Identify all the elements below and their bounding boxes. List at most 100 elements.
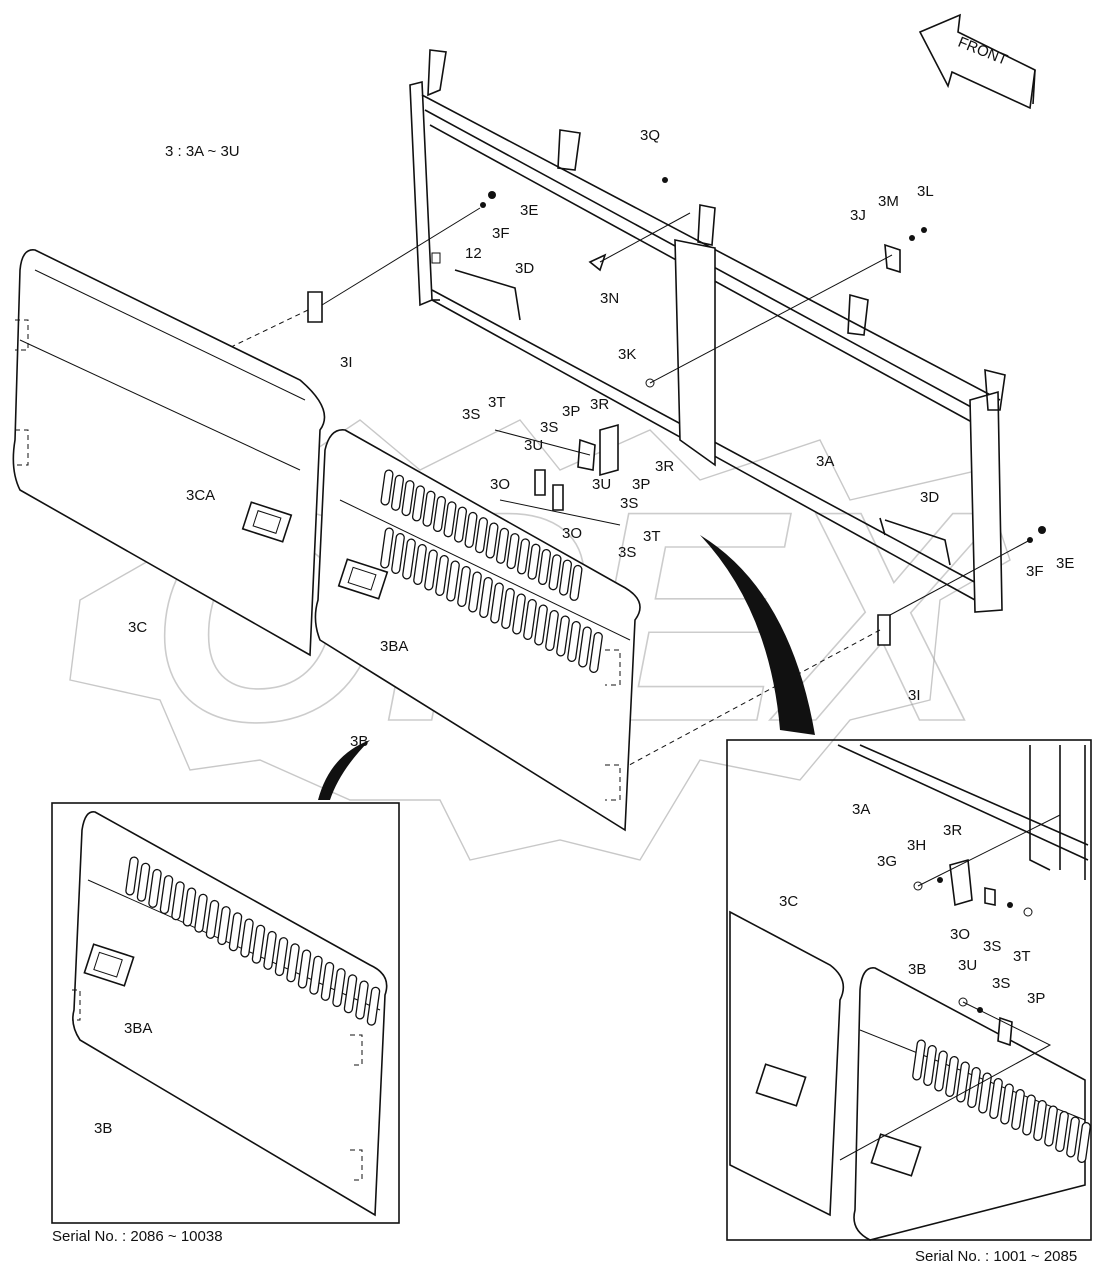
louver-slot xyxy=(390,474,405,511)
label-3O: 3O xyxy=(490,476,510,493)
louver-slot xyxy=(443,501,457,538)
label-3M: 3M xyxy=(878,193,899,210)
louver-slot xyxy=(446,560,460,602)
louver-slot xyxy=(956,1061,970,1103)
louver-slot xyxy=(1011,1089,1025,1130)
label-3T: 3T xyxy=(643,528,661,545)
louver-slot xyxy=(1044,1105,1058,1147)
assembly-note: 3 : 3A ~ 3U xyxy=(165,143,240,160)
serial-number-right: Serial No. : 1001 ~ 2085 xyxy=(915,1248,1077,1265)
louver-slot xyxy=(506,533,520,570)
louver-slot xyxy=(159,875,174,915)
louver-slot xyxy=(432,495,447,533)
louver-slot xyxy=(457,566,471,607)
louver-slot xyxy=(923,1045,937,1086)
panel-3B xyxy=(314,429,641,832)
label-12: 12 xyxy=(465,245,482,262)
louver-slot xyxy=(413,544,427,585)
label-3F: 3F xyxy=(1026,563,1044,580)
louver-slot xyxy=(556,615,570,657)
label-3B: 3B xyxy=(350,733,368,750)
louver-slot xyxy=(453,506,468,543)
louver-slot xyxy=(1033,1100,1047,1141)
inset-label-3H: 3H xyxy=(907,837,926,854)
louver-slot xyxy=(490,582,504,624)
louver-slot xyxy=(1066,1116,1080,1158)
inset-label-3C: 3C xyxy=(779,893,798,910)
part-labels: 3 : 3A ~ 3U 3Q 3E 3F 12 3D 3I 3N 3M 3L 3… xyxy=(94,127,1074,1137)
louver-slot xyxy=(1022,1094,1036,1136)
louver-slots-right xyxy=(912,1039,1091,1163)
louver-slot xyxy=(240,918,254,958)
louver-slot xyxy=(495,527,510,564)
label-3CA: 3CA xyxy=(186,487,215,504)
label-3F: 3F xyxy=(492,225,510,242)
louver-slot xyxy=(527,543,541,580)
louver-slot xyxy=(297,949,312,989)
louver-slot xyxy=(589,632,603,673)
louver-slot xyxy=(194,893,208,933)
louver-slot xyxy=(569,564,583,601)
label-3S: 3S xyxy=(462,406,480,423)
label-3N: 3N xyxy=(600,290,619,307)
louver-slot xyxy=(978,1072,992,1114)
label-3Q: 3Q xyxy=(640,127,660,144)
label-3O: 3O xyxy=(562,525,582,542)
inset-label-3O: 3O xyxy=(950,926,970,943)
louver-slot xyxy=(320,961,335,1001)
louver-slot xyxy=(479,577,493,618)
inset-label-3B: 3B xyxy=(908,961,926,978)
louver-slot xyxy=(263,930,277,970)
louver-slot xyxy=(989,1078,1003,1119)
louver-slot xyxy=(424,549,438,591)
louver-slot xyxy=(391,533,405,574)
label-3E: 3E xyxy=(520,202,538,219)
louver-slot xyxy=(967,1067,981,1108)
small-fasteners xyxy=(307,177,1046,646)
inset-label-3S: 3S xyxy=(983,938,1001,955)
label-3I: 3I xyxy=(908,687,921,704)
inset-label-3P: 3P xyxy=(1027,990,1045,1007)
louver-slot xyxy=(366,986,381,1026)
label-3S: 3S xyxy=(618,544,636,561)
louver-slot xyxy=(516,538,531,575)
louver-slot xyxy=(136,862,151,902)
label-3U: 3U xyxy=(524,437,543,454)
frame-3A xyxy=(409,49,1006,613)
louver-slot xyxy=(422,490,436,527)
louver-slot xyxy=(945,1056,959,1097)
label-3D: 3D xyxy=(920,489,939,506)
louver-slot xyxy=(464,511,478,548)
louver-slot xyxy=(548,554,562,591)
front-label: FRONT xyxy=(956,34,1010,69)
label-3U: 3U xyxy=(592,476,611,493)
louver-slot xyxy=(534,604,548,646)
label-3R: 3R xyxy=(655,458,674,475)
louver-slot xyxy=(567,621,581,662)
label-3K: 3K xyxy=(618,346,636,363)
louver-slot xyxy=(501,588,515,629)
louver-slots-main xyxy=(380,469,603,673)
label-3C: 3C xyxy=(128,619,147,636)
inset-label-3S: 3S xyxy=(992,975,1010,992)
front-arrow: FRONT xyxy=(918,13,1036,110)
louver-slot xyxy=(205,899,220,939)
louver-slot xyxy=(402,538,416,580)
louver-slot xyxy=(523,599,537,640)
label-3P: 3P xyxy=(632,476,650,493)
label-3E: 3E xyxy=(1056,555,1074,572)
label-3I: 3I xyxy=(340,354,353,371)
louver-slot xyxy=(171,881,185,921)
louver-slot xyxy=(435,555,449,596)
louver-slot xyxy=(468,571,482,613)
label-3T: 3T xyxy=(488,394,506,411)
panel-3C xyxy=(12,249,326,657)
louver-slot xyxy=(125,856,139,896)
louver-slot xyxy=(286,943,300,983)
label-3BA: 3BA xyxy=(380,638,408,655)
louver-slot xyxy=(912,1039,926,1081)
label-3J: 3J xyxy=(850,207,866,224)
inset-label-3BA: 3BA xyxy=(124,1020,152,1037)
louver-slot xyxy=(401,480,415,517)
